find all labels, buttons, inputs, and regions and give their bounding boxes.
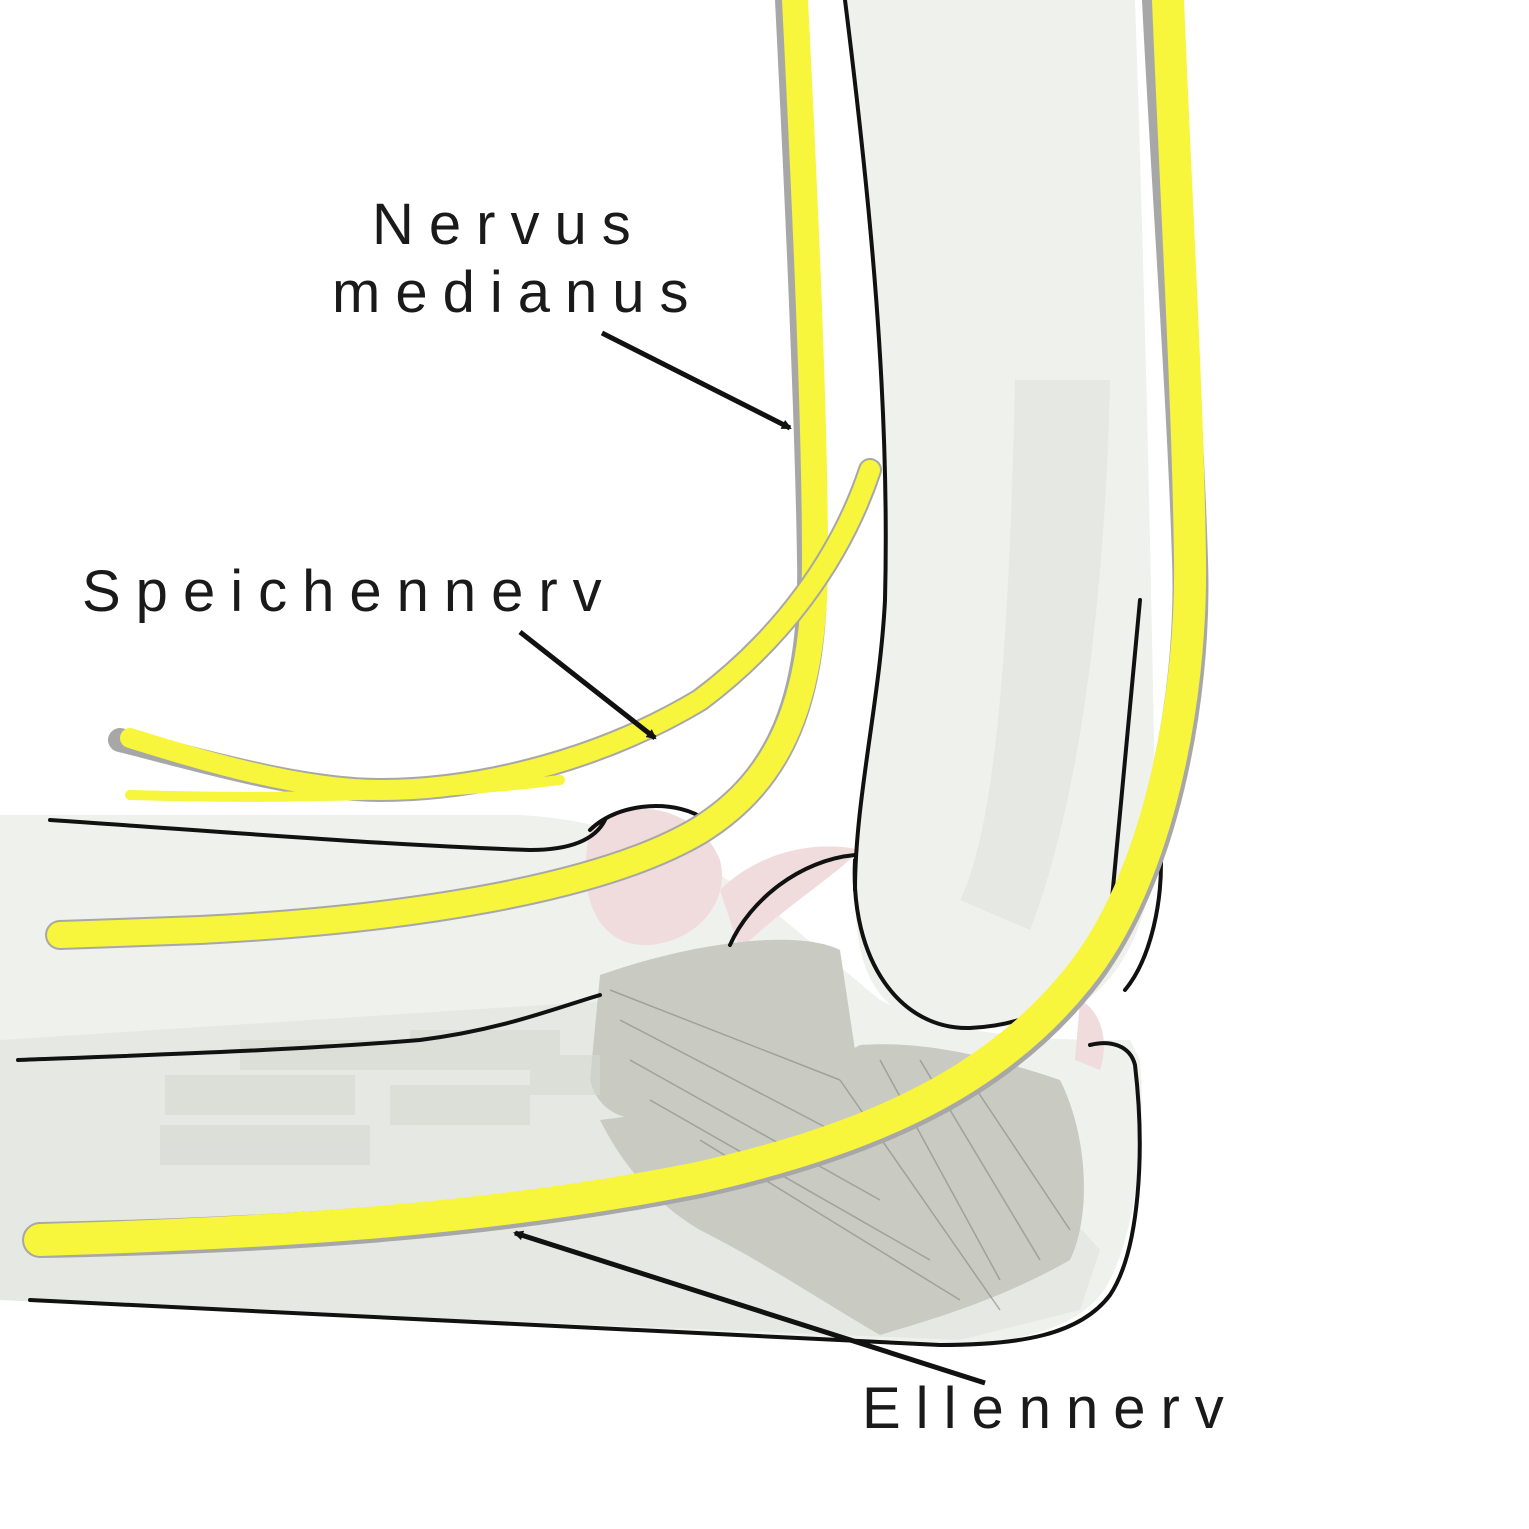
radial-nerve-shadow <box>108 458 882 803</box>
humerus-bone <box>845 0 1156 1029</box>
ulnar-nerve <box>24 0 1207 1256</box>
median-nerve-arrow <box>600 330 792 431</box>
humerus-shade <box>960 380 1110 930</box>
median-nerve-label-line1: Nervus <box>372 192 646 257</box>
flexor-muscle <box>600 1044 1084 1335</box>
radial-nerve-label: Speichennerv <box>82 559 617 624</box>
olecranon-cartilage <box>1075 1000 1104 1070</box>
median-nerve-label-line2: medianus <box>332 260 704 325</box>
median-nerve <box>47 0 829 948</box>
radial-nerve-arrow <box>518 630 657 740</box>
forearm-soft-tissue <box>160 1030 600 1165</box>
ulnar-nerve-label: Ellennerv <box>862 1376 1239 1441</box>
radial-nerve <box>120 460 880 801</box>
radial-nerve-branch <box>125 775 565 802</box>
muscle-fiber-lines <box>609 989 1071 1311</box>
ulnar-nerve-arrow <box>513 1230 986 1386</box>
joint-cartilage <box>720 846 860 950</box>
